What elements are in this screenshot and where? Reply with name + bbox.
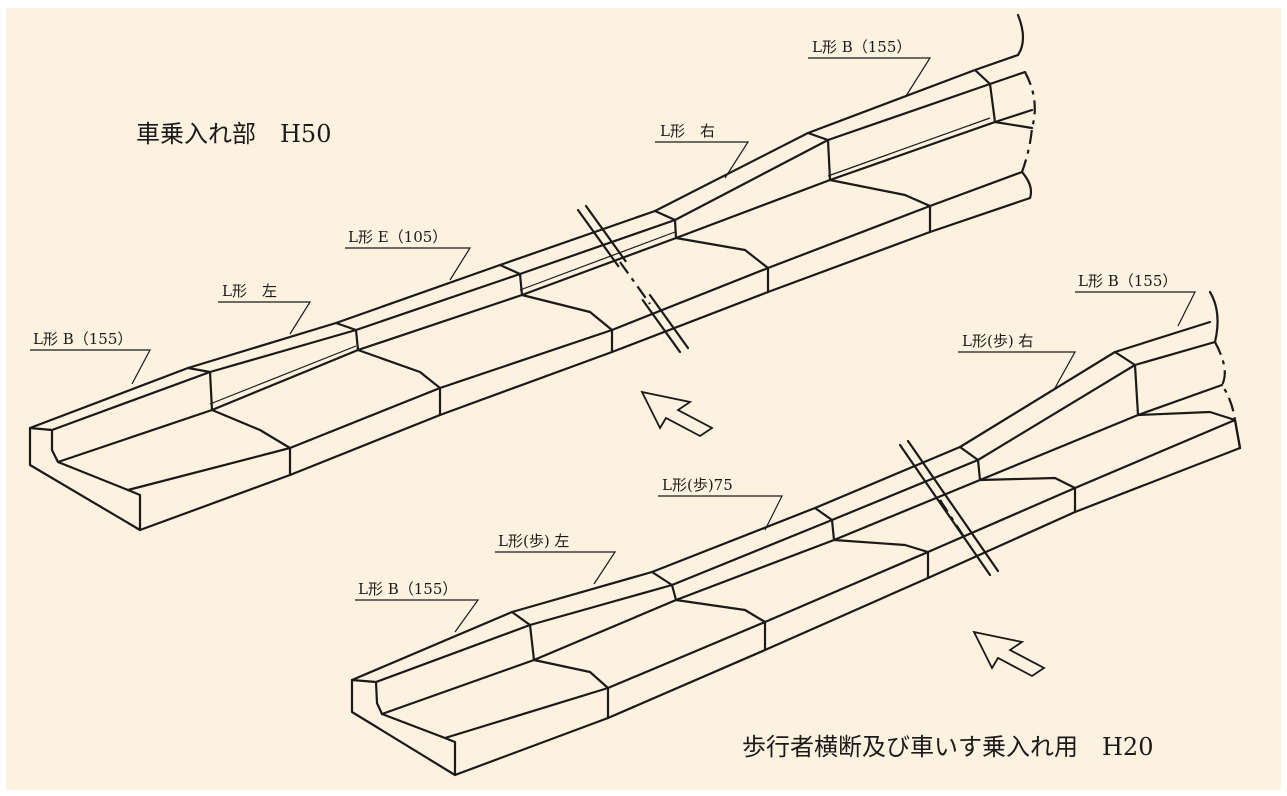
leaders-bottom <box>355 291 1196 633</box>
label-l-left: L形 左 <box>222 282 277 300</box>
title-h20: 歩行者横断及び車いす乗入れ用 H20 <box>742 733 1153 761</box>
label-lwalk75: L形(歩)75 <box>662 476 733 494</box>
leaders-top <box>30 57 932 385</box>
label-lb155-top-right: L形 B（155） <box>812 38 911 56</box>
label-le105: L形 E（105） <box>348 228 447 246</box>
label-lb155-bottom-left: L形 B（155） <box>358 580 457 598</box>
label-lwalk-right: L形(歩) 右 <box>962 332 1033 350</box>
direction-arrow-bottom <box>972 630 1046 678</box>
direction-arrow-top <box>640 390 714 438</box>
curb-h50 <box>28 13 1036 532</box>
label-lwalk-left: L形(歩) 左 <box>498 532 569 550</box>
title-h50: 車乗入れ部 H50 <box>136 120 331 148</box>
diagram-panel <box>6 8 1281 790</box>
curb-h20 <box>350 290 1242 777</box>
label-l-right: L形 右 <box>660 122 715 140</box>
label-lb155-bottom-right: L形 B（155） <box>1078 272 1177 290</box>
label-lb155-top-left: L形 B（155） <box>33 330 132 348</box>
